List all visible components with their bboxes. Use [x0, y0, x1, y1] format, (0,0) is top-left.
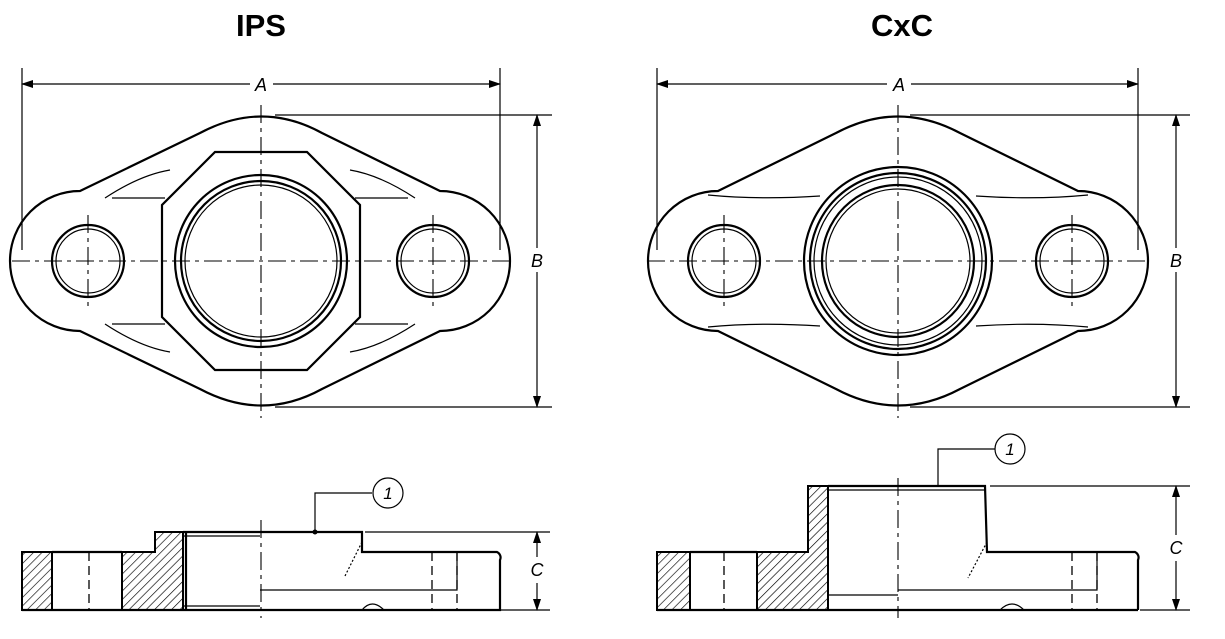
- cxc-dim-c-label: C: [1170, 538, 1184, 558]
- ips-dim-c-label: C: [531, 560, 545, 580]
- ips-dim-a-label: A: [254, 75, 267, 95]
- cxc-dim-b-label: B: [1170, 251, 1182, 271]
- ips-side-view: C 1: [21, 477, 550, 618]
- cxc-dim-a-label: A: [892, 75, 905, 95]
- cxc-top-view: A B: [646, 68, 1190, 418]
- ips-dim-b-label: B: [531, 251, 543, 271]
- ips-top-view: A B: [8, 68, 552, 418]
- ips-callout-number: 1: [383, 484, 392, 503]
- cxc-side-view: C 1: [656, 433, 1190, 618]
- cxc-title: CxC: [870, 8, 933, 43]
- cxc-callout-number: 1: [1005, 440, 1014, 459]
- ips-title: IPS: [236, 8, 286, 43]
